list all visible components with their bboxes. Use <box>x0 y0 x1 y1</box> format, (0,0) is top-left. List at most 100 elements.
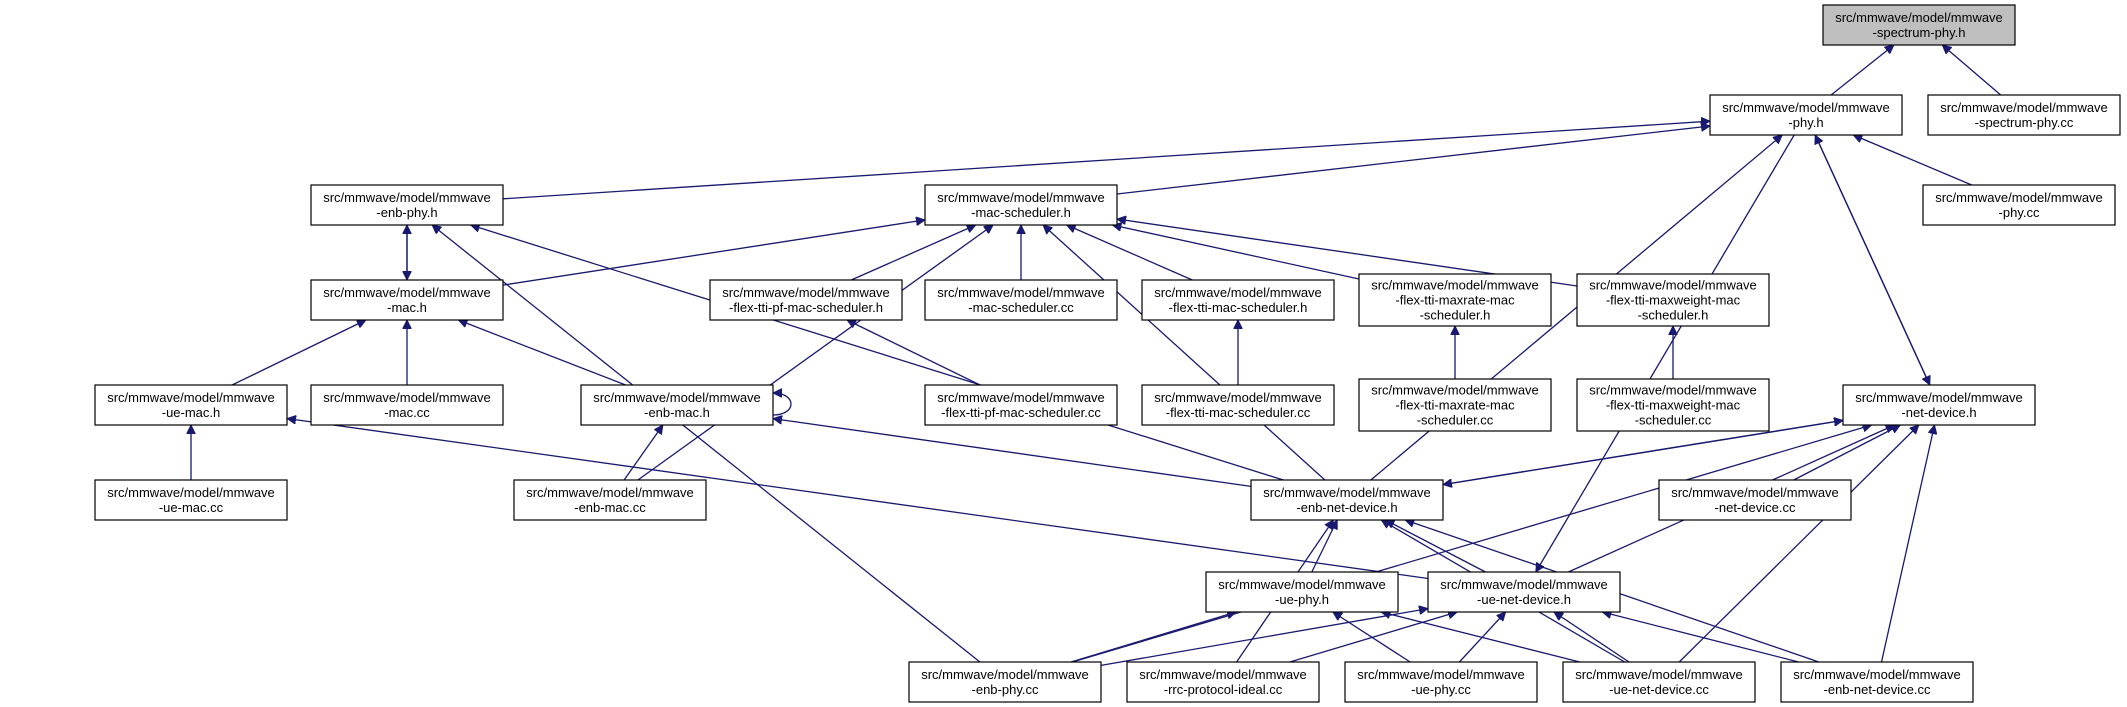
nodes-layer: src/mmwave/model/mmwave-spectrum-phy.hsr… <box>94 4 2121 703</box>
file-node[interactable]: src/mmwave/model/mmwave-flex-tti-maxweig… <box>1576 378 1770 432</box>
file-node-box[interactable] <box>1842 384 2036 426</box>
file-node-box[interactable] <box>94 479 288 521</box>
file-node-label: src/mmwave/model/mmwave <box>1218 577 1386 592</box>
file-node[interactable]: src/mmwave/model/mmwave-flex-tti-pf-mac-… <box>709 279 903 321</box>
file-node[interactable]: src/mmwave/model/mmwave-mac.cc <box>310 384 504 426</box>
file-node-label: -spectrum-phy.h <box>1873 25 1966 40</box>
file-node-label: -mac.cc <box>384 405 430 420</box>
file-node[interactable]: src/mmwave/model/mmwave-rrc-protocol-ide… <box>1126 661 1320 703</box>
file-node-label: src/mmwave/model/mmwave <box>1793 667 1961 682</box>
file-node-label: -ue-mac.h <box>162 405 221 420</box>
file-node-label: src/mmwave/model/mmwave <box>937 190 1105 205</box>
file-node[interactable]: src/mmwave/model/mmwave-ue-net-device.h <box>1427 571 1621 613</box>
file-node[interactable]: src/mmwave/model/mmwave-enb-phy.cc <box>908 661 1102 703</box>
file-node-box[interactable] <box>1141 384 1335 426</box>
file-node-label: src/mmwave/model/mmwave <box>1357 667 1525 682</box>
file-node-box[interactable] <box>924 384 1118 426</box>
file-node[interactable]: src/mmwave/model/mmwave-ue-mac.cc <box>94 479 288 521</box>
file-node-box[interactable] <box>1822 4 2016 46</box>
file-node[interactable]: src/mmwave/model/mmwave-net-device.h <box>1842 384 2036 426</box>
file-node-label: src/mmwave/model/mmwave <box>323 285 491 300</box>
file-node-box[interactable] <box>924 184 1118 226</box>
file-node-box[interactable] <box>94 384 288 426</box>
file-node-label: -net-device.cc <box>1715 500 1796 515</box>
file-node-label: -rrc-protocol-ideal.cc <box>1164 682 1283 697</box>
file-node[interactable]: src/mmwave/model/mmwave-phy.cc <box>1922 184 2116 226</box>
file-node[interactable]: src/mmwave/model/mmwave-enb-net-device.h <box>1250 479 1444 521</box>
file-node-box[interactable] <box>310 279 504 321</box>
file-node-label: -mac-scheduler.h <box>971 205 1071 220</box>
file-node[interactable]: src/mmwave/model/mmwave-mac.h <box>310 279 504 321</box>
file-node-box[interactable] <box>1427 571 1621 613</box>
file-node-box[interactable] <box>1709 94 1903 136</box>
file-node-label: src/mmwave/model/mmwave <box>1589 278 1757 293</box>
file-node-box[interactable] <box>1922 184 2116 226</box>
file-node-box[interactable] <box>924 279 1118 321</box>
file-node-box[interactable] <box>1562 661 1756 703</box>
file-node-box[interactable] <box>1576 273 1770 327</box>
file-node-box[interactable] <box>1576 378 1770 432</box>
file-node-box[interactable] <box>1126 661 1320 703</box>
file-node-label: -enb-net-device.cc <box>1824 682 1931 697</box>
file-node[interactable]: src/mmwave/model/mmwave-flex-tti-maxrate… <box>1358 378 1552 432</box>
file-node-box[interactable] <box>310 184 504 226</box>
file-node[interactable]: src/mmwave/model/mmwave-enb-mac.cc <box>513 479 707 521</box>
file-node[interactable]: src/mmwave/model/mmwave-ue-net-device.cc <box>1562 661 1756 703</box>
file-node[interactable]: src/mmwave/model/mmwave-spectrum-phy.cc <box>1927 94 2121 136</box>
file-node-box[interactable] <box>310 384 504 426</box>
file-node[interactable]: src/mmwave/model/mmwave-flex-tti-mac-sch… <box>1141 279 1335 321</box>
file-node[interactable]: src/mmwave/model/mmwave-net-device.cc <box>1658 479 1852 521</box>
file-node-label: src/mmwave/model/mmwave <box>323 390 491 405</box>
file-node-box[interactable] <box>1927 94 2121 136</box>
dependency-edge <box>231 319 366 386</box>
file-node-box[interactable] <box>1141 279 1335 321</box>
dependency-edge <box>502 121 1710 200</box>
file-node-box[interactable] <box>1205 571 1399 613</box>
file-node-label: -scheduler.h <box>1420 308 1491 323</box>
file-node[interactable]: src/mmwave/model/mmwave-spectrum-phy.h <box>1822 4 2016 46</box>
file-node[interactable]: src/mmwave/model/mmwave-flex-tti-pf-mac-… <box>924 384 1118 426</box>
dependency-edge <box>1678 425 1919 663</box>
file-node-label: src/mmwave/model/mmwave <box>1154 285 1322 300</box>
file-node-label: -flex-tti-maxrate-mac <box>1395 293 1515 308</box>
file-node-box[interactable] <box>908 661 1102 703</box>
file-node-label: src/mmwave/model/mmwave <box>1154 390 1322 405</box>
file-node[interactable]: src/mmwave/model/mmwave-enb-phy.h <box>310 184 504 226</box>
dependency-edge <box>1116 126 1710 195</box>
file-node-box[interactable] <box>513 479 707 521</box>
file-node-label: src/mmwave/model/mmwave <box>1855 390 2023 405</box>
file-node[interactable]: src/mmwave/model/mmwave-ue-phy.cc <box>1344 661 1538 703</box>
file-node-label: src/mmwave/model/mmwave <box>1575 667 1743 682</box>
file-node-label: -ue-phy.h <box>1275 592 1329 607</box>
file-node[interactable]: src/mmwave/model/mmwave-mac-scheduler.h <box>924 184 1118 226</box>
file-node-label: -scheduler.cc <box>1635 413 1712 428</box>
file-node-label: -flex-tti-mac-scheduler.cc <box>1166 405 1311 420</box>
file-node-box[interactable] <box>1358 273 1552 327</box>
dependency-edge <box>1067 225 1193 281</box>
file-node[interactable]: src/mmwave/model/mmwave-ue-phy.h <box>1205 571 1399 613</box>
file-node-box[interactable] <box>1658 479 1852 521</box>
file-node-label: -flex-tti-pf-mac-scheduler.cc <box>941 405 1101 420</box>
file-node-box[interactable] <box>1780 661 1974 703</box>
file-node-label: src/mmwave/model/mmwave <box>1371 278 1539 293</box>
file-node-label: src/mmwave/model/mmwave <box>1722 100 1890 115</box>
file-node[interactable]: src/mmwave/model/mmwave-flex-tti-mac-sch… <box>1141 384 1335 426</box>
file-node-box[interactable] <box>1358 378 1552 432</box>
dependency-edge <box>1554 612 1630 663</box>
file-node-box[interactable] <box>580 384 774 426</box>
file-node[interactable]: src/mmwave/model/mmwave-mac-scheduler.cc <box>924 279 1118 321</box>
file-node-label: -enb-phy.h <box>376 205 437 220</box>
file-node[interactable]: src/mmwave/model/mmwave-enb-mac.h <box>580 384 774 426</box>
file-node[interactable]: src/mmwave/model/mmwave-phy.h <box>1709 94 1903 136</box>
file-node-box[interactable] <box>1250 479 1444 521</box>
file-node[interactable]: src/mmwave/model/mmwave-enb-net-device.c… <box>1780 661 1974 703</box>
file-node-label: -phy.h <box>1788 115 1823 130</box>
file-node[interactable]: src/mmwave/model/mmwave-flex-tti-maxrate… <box>1358 273 1552 327</box>
dependency-edge <box>432 225 981 663</box>
file-node[interactable]: src/mmwave/model/mmwave-ue-mac.h <box>94 384 288 426</box>
file-node[interactable]: src/mmwave/model/mmwave-flex-tti-maxweig… <box>1576 273 1770 327</box>
file-node-label: -ue-net-device.h <box>1477 592 1571 607</box>
file-node-box[interactable] <box>1344 661 1538 703</box>
dependency-edge <box>502 220 925 286</box>
file-node-box[interactable] <box>709 279 903 321</box>
